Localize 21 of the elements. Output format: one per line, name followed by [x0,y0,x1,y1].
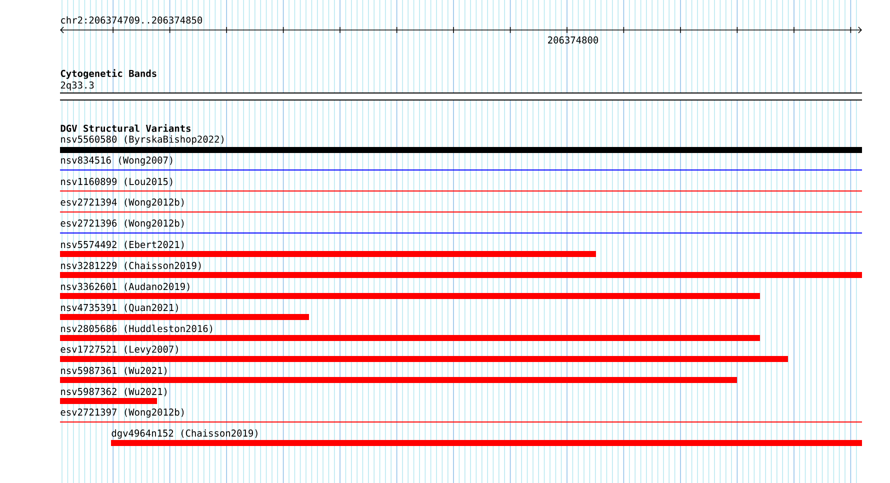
variant-track: nsv5987362 (Wu2021) [60,388,166,404]
variant-track: esv2721397 (Wong2012b) [60,408,862,422]
chromosome-band: 2q33.3 [60,81,862,100]
variant-track: dgv4964n152 (Chaisson2019) [111,429,862,446]
tick-label: 206374800 [548,36,598,44]
variant-track: nsv4735391 (Quan2021) [60,304,309,320]
node-label: 2q33.3 [60,81,94,90]
variant-track: esv2721396 (Wong2012b) [60,219,862,234]
variant-track: esv2721394 (Wong2012b) [60,198,862,212]
variant-track: nsv1160899 (Lou2015) [60,178,862,192]
variant-track: nsv834516 (Wong2007) [60,156,862,170]
variant-track: nsv3281229 (Chaisson2019) [60,262,862,278]
variant-track: nsv3362601 (Audano2019) [60,282,760,299]
variant-track: esv1727521 (Levy2007) [60,345,788,362]
track-title: DGV Structural Variants [60,124,190,132]
track-title: Cytogenetic Bands [60,69,156,79]
variant-track: nsv5560580 (ByrskaBishop2022) [60,135,862,153]
ruler-label: chr2:206374709..206374850 [61,16,202,24]
variant-track: nsv5574492 (Ebert2021) [60,240,596,257]
variant-track: nsv5987361 (Wu2021) [60,366,737,383]
variant-track: nsv2805686 (Huddleston2016) [60,324,760,341]
